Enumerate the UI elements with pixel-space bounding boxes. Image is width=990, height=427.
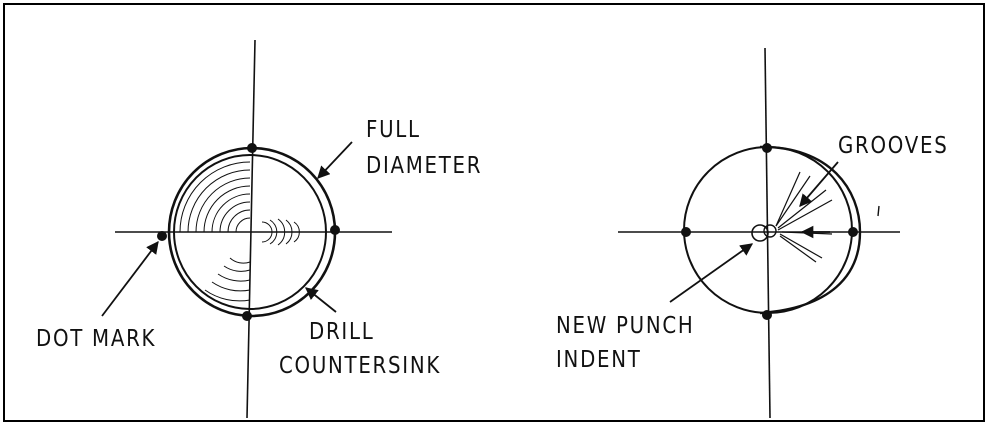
dot-mark-arrow	[101, 240, 159, 317]
right-grooves	[775, 171, 833, 263]
label-dot-mark: DOT MARK	[36, 326, 157, 352]
right-dot-marks	[681, 143, 858, 320]
right-diagram	[618, 47, 900, 419]
figure-border	[3, 3, 985, 422]
left-machining-marks	[179, 161, 300, 302]
drill-countersink-arrow	[305, 287, 337, 313]
left-dot-marks	[157, 143, 340, 321]
left-diagram	[101, 39, 392, 419]
label-diameter: DIAMETER	[366, 153, 483, 179]
label-indent: INDENT	[556, 347, 642, 373]
new-punch-indent-circle	[751, 224, 769, 242]
grooves-arrow	[799, 161, 839, 207]
right-drifted-edge	[759, 145, 862, 315]
new-punch-arrow	[669, 243, 754, 303]
label-full: FULL	[366, 117, 421, 143]
left-vertical-centerline	[246, 39, 256, 419]
label-countersink: COUNTERSINK	[279, 353, 442, 379]
stray-mark	[877, 205, 880, 217]
label-drill: DRILL	[309, 319, 375, 345]
full-diameter-arrow	[317, 141, 353, 179]
original-punch-circle	[763, 224, 777, 238]
label-new-punch: NEW PUNCH	[556, 313, 695, 339]
label-grooves: GROOVES	[838, 133, 949, 159]
left-countersink-circle	[173, 154, 327, 310]
